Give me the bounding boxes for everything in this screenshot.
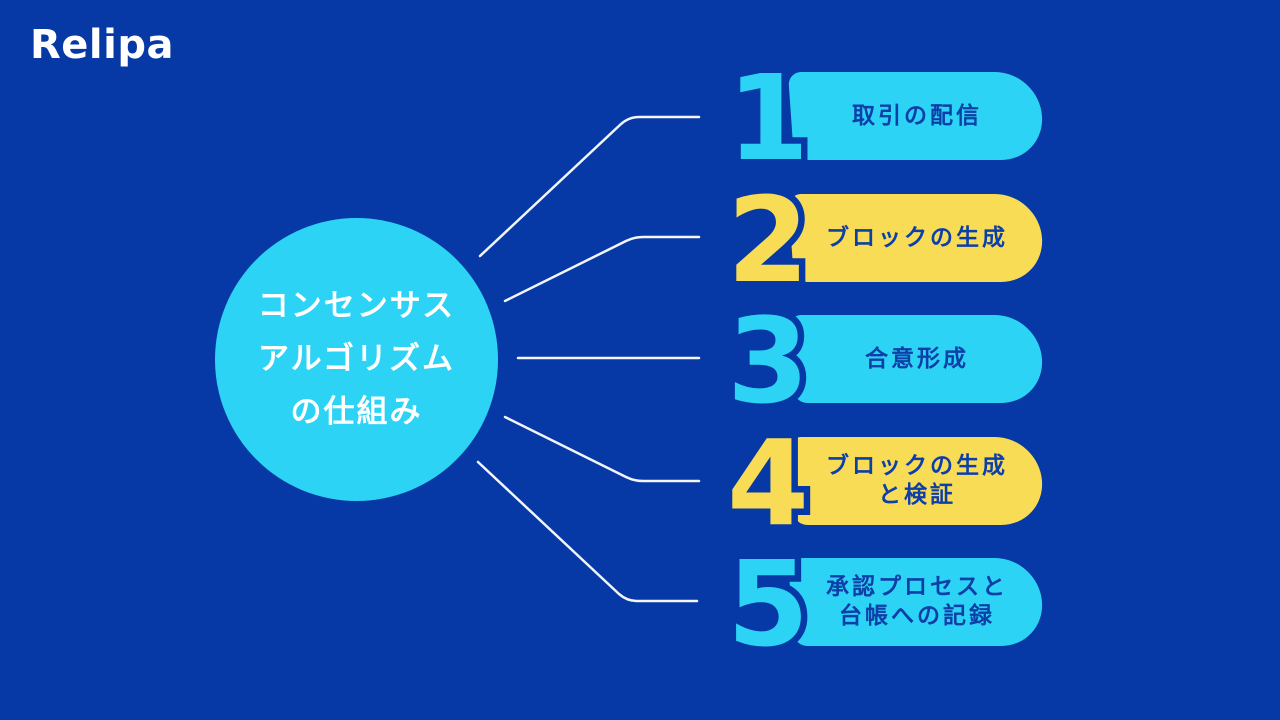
step-3-label: 合意形成 <box>864 345 969 372</box>
step-5-pill: 承認プロセスと 台帳への記録 <box>787 558 1046 646</box>
central-topic-line-1: コンセンサス <box>257 288 456 324</box>
step-1-label: 取引の配信 <box>851 102 982 129</box>
step-3: 合意形成 3 3 <box>721 296 1047 427</box>
step-4: ブロックの生成 と検証 4 4 <box>721 418 1047 549</box>
step-2-label: ブロックの生成 <box>825 224 1008 251</box>
central-topic-line-2: アルゴリズム <box>257 341 456 377</box>
step-5-label: 承認プロセスと 台帳への記録 <box>825 574 1008 629</box>
step-2-number: 2 2 <box>721 171 816 309</box>
step-4-label: ブロックの生成 と検証 <box>825 453 1008 508</box>
connector-line-2 <box>503 235 701 303</box>
step-3-pill: 合意形成 <box>787 315 1046 403</box>
step-1: 取引の配信 1 1 <box>721 53 1047 184</box>
connector-line-4 <box>503 415 701 483</box>
step-5-number: 5 5 <box>721 535 816 673</box>
relipa-logo: Relipa <box>30 22 174 68</box>
step-3-number: 3 3 <box>721 292 816 430</box>
central-topic-line-3: の仕組み <box>290 394 423 430</box>
step-4-number: 4 4 <box>721 414 816 552</box>
step-5: 承認プロセスと 台帳への記録 5 5 <box>721 539 1047 670</box>
step-2: ブロックの生成 2 2 <box>721 175 1047 306</box>
step-1-pill: 取引の配信 <box>787 72 1046 160</box>
step-1-number: 1 1 <box>721 49 816 187</box>
step-2-pill: ブロックの生成 <box>787 194 1046 282</box>
connector-line-5 <box>476 460 699 603</box>
central-topic-circle: コンセンサス アルゴリズム の仕組み <box>215 218 498 501</box>
step-4-pill: ブロックの生成 と検証 <box>787 437 1046 525</box>
connector-line-1 <box>478 115 701 258</box>
